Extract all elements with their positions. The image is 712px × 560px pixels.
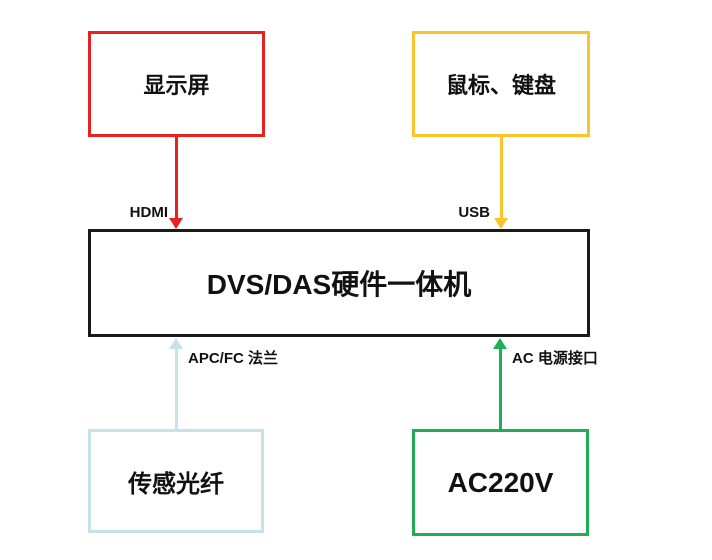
arrow-down-icon: [169, 218, 183, 229]
node-display: 显示屏: [88, 31, 265, 137]
flange-port-label: APC/FC 法兰: [188, 350, 279, 367]
node-host-label: DVS/DAS硬件一体机: [206, 269, 472, 300]
ac-arrow-line: [499, 349, 502, 429]
hdmi-port-label: HDMI: [129, 204, 168, 221]
flange-arrow-line: [175, 349, 178, 429]
arrow-up-icon: [169, 338, 183, 349]
arrow-down-icon: [494, 218, 508, 229]
usb-arrow-line: [500, 137, 503, 218]
hdmi-arrow-line: [175, 137, 178, 218]
node-mouse-keyboard-label: 鼠标、键盘: [445, 73, 556, 98]
node-display-label: 显示屏: [143, 73, 210, 98]
arrow-up-icon: [493, 338, 507, 349]
usb-port-label: USB: [458, 204, 490, 221]
node-host: DVS/DAS硬件一体机: [88, 229, 590, 337]
node-power-label: AC220V: [447, 466, 554, 498]
node-fiber: 传感光纤: [88, 429, 264, 533]
node-power: AC220V: [412, 429, 589, 536]
node-fiber-label: 传感光纤: [128, 470, 224, 498]
node-mouse-keyboard: 鼠标、键盘: [412, 31, 590, 137]
ac-port-label: AC 电源接口: [512, 350, 598, 367]
